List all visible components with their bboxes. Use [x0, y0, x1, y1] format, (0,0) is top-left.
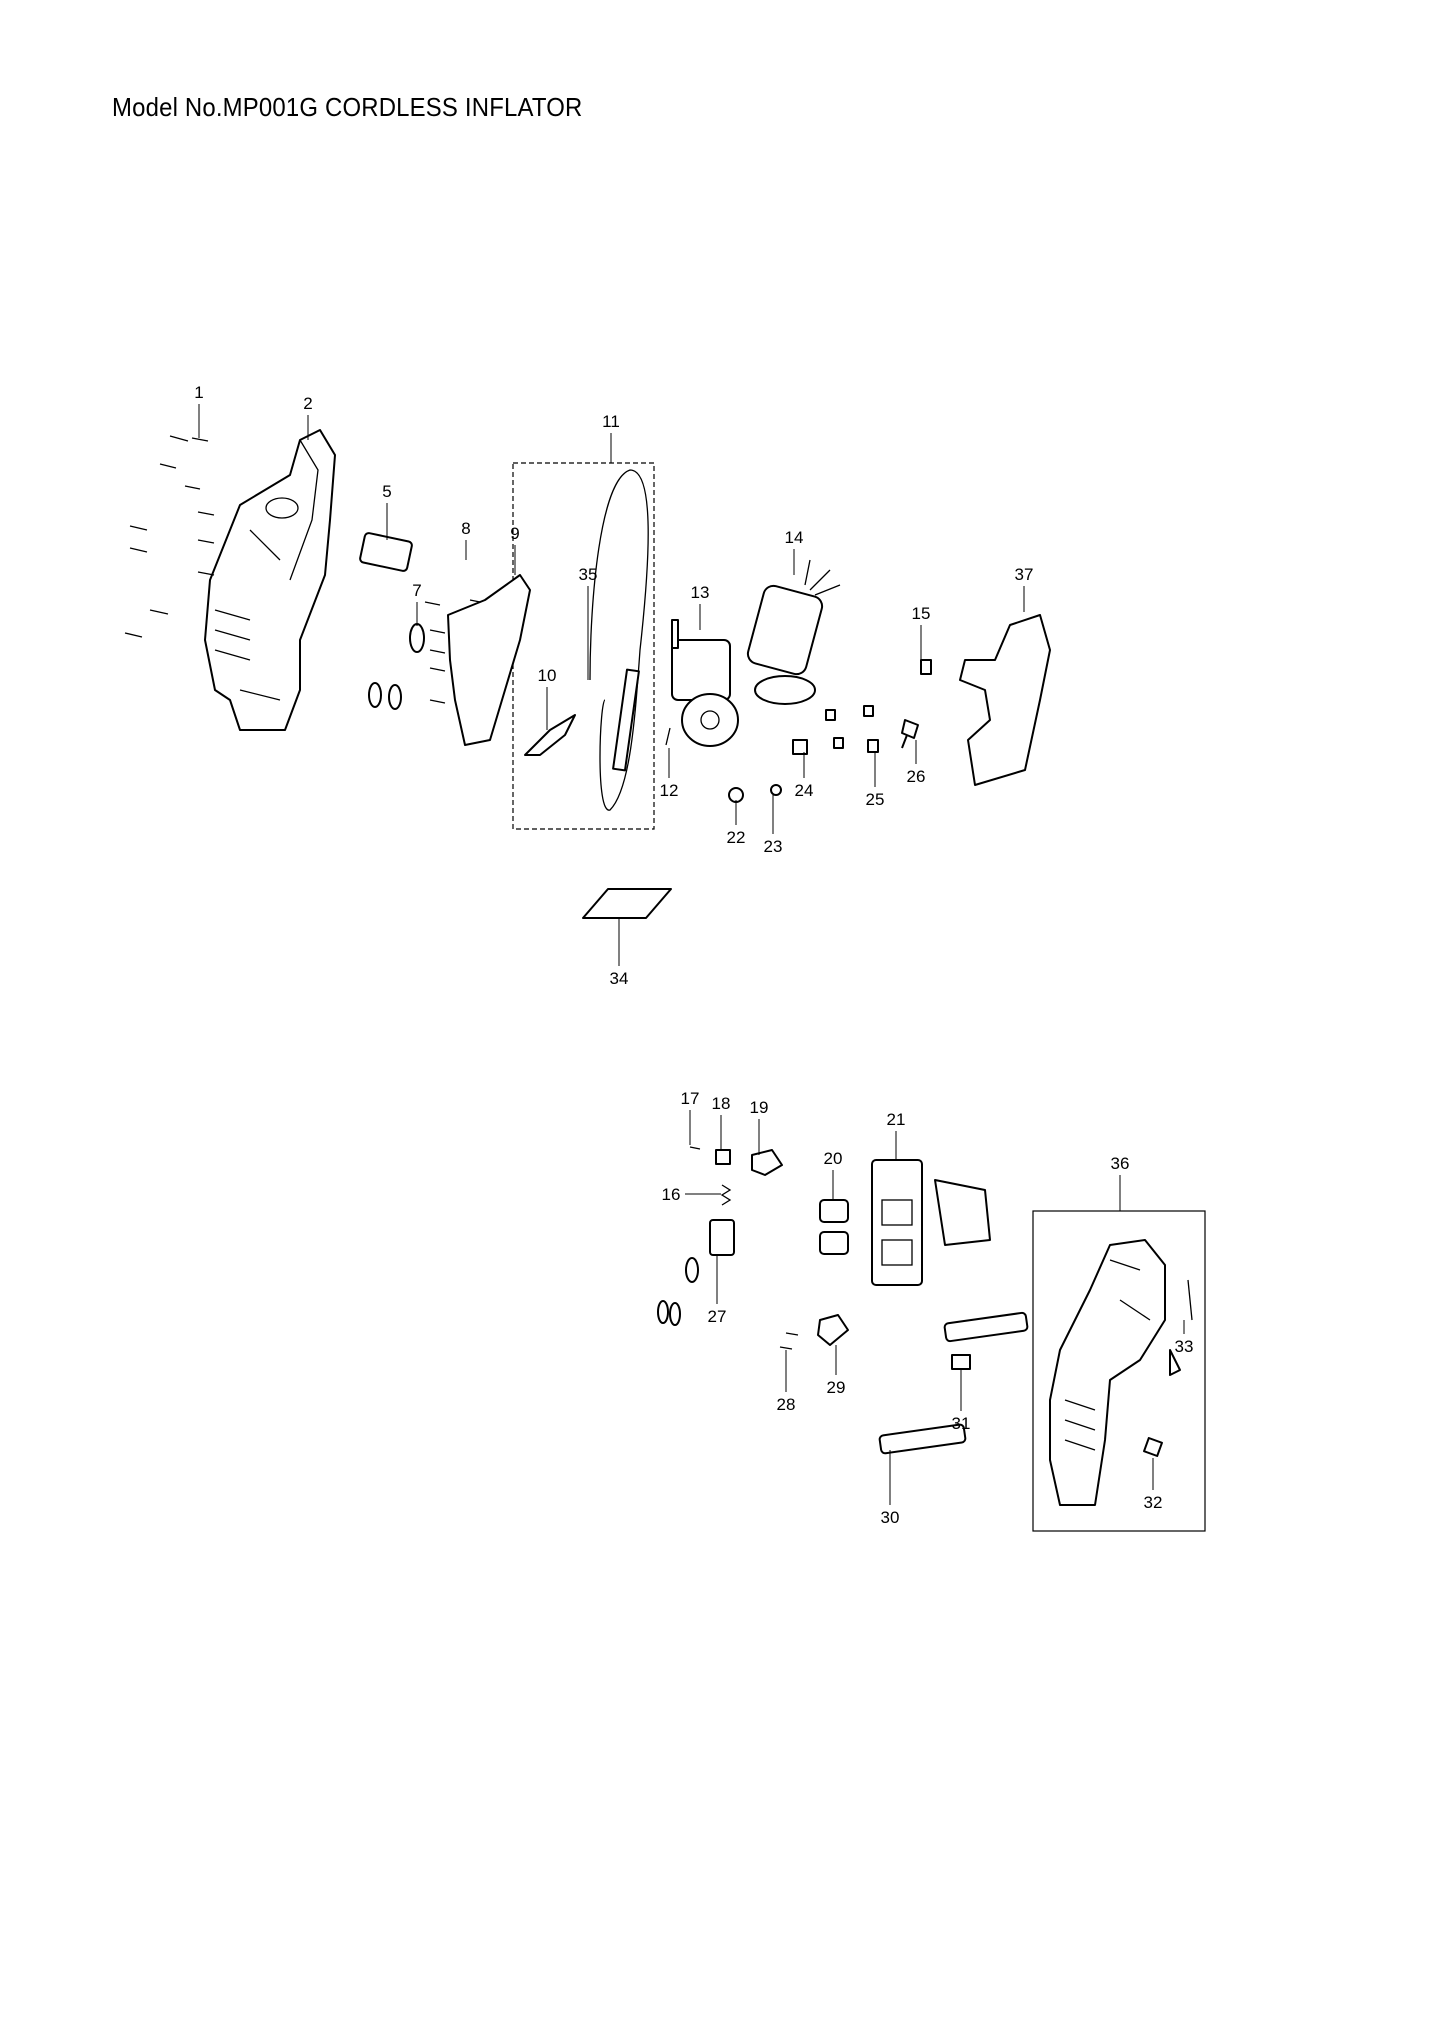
callout-label-29: 29	[827, 1378, 846, 1397]
callout-label-8: 8	[461, 519, 470, 538]
part-14-motor	[746, 559, 841, 755]
part-17-screw	[689, 1146, 701, 1150]
part-housing-left	[204, 429, 336, 731]
part-29-bracket	[817, 1314, 849, 1346]
part-25-blocks	[867, 739, 879, 753]
callout-label-17: 17	[681, 1089, 700, 1108]
callout-label-24: 24	[795, 781, 814, 800]
callout-label-14: 14	[785, 528, 804, 547]
part-27-button	[709, 1219, 735, 1256]
callout-label-33: 33	[1175, 1337, 1194, 1356]
part-27-washer-b	[657, 1300, 669, 1324]
part-21-battery-terminal	[871, 1159, 991, 1286]
part-25-block-b	[825, 709, 836, 721]
part-31-plate	[943, 1311, 1029, 1343]
callout-label-35: 35	[579, 565, 598, 584]
part-28-screws	[779, 1332, 799, 1350]
callout-label-12: 12	[660, 781, 679, 800]
part-37-housing	[959, 614, 1051, 786]
callout-label-23: 23	[764, 837, 783, 856]
callout-label-13: 13	[691, 583, 710, 602]
part-9-housing	[447, 574, 531, 746]
part-19-switch	[751, 1149, 783, 1176]
callout-label-20: 20	[824, 1149, 843, 1168]
part-23	[770, 784, 782, 796]
part-18	[715, 1149, 731, 1165]
part-5-cover	[359, 532, 413, 572]
callout-label-16: 16	[662, 1185, 681, 1204]
callout-label-26: 26	[907, 767, 926, 786]
callout-label-9: 9	[510, 524, 519, 543]
callout-label-19: 19	[750, 1098, 769, 1117]
part-25-block-c	[863, 705, 874, 717]
diagram-title: Model No.MP001G CORDLESS INFLATOR	[112, 92, 583, 122]
callout-label-37: 37	[1015, 565, 1034, 584]
callout-label-30: 30	[881, 1508, 900, 1527]
callout-label-36: 36	[1111, 1154, 1130, 1173]
part-7-washers	[368, 623, 425, 710]
callout-label-2: 2	[303, 394, 312, 413]
callout-label-25: 25	[866, 790, 885, 809]
part-25-block-d	[833, 737, 844, 749]
part-20-pad-b	[819, 1231, 849, 1255]
callout-label-32: 32	[1144, 1493, 1163, 1512]
hose-kit-group-box	[512, 462, 655, 830]
part-31-clip	[951, 1354, 971, 1370]
part-35-hose	[589, 469, 649, 811]
callout-label-28: 28	[777, 1395, 796, 1414]
part-30-plate	[878, 1423, 967, 1455]
callout-label-18: 18	[712, 1094, 731, 1113]
callout-label-15: 15	[912, 604, 931, 623]
part-16-spring	[720, 1184, 732, 1206]
part-20-pads	[819, 1199, 849, 1223]
callout-label-5: 5	[382, 482, 391, 501]
part-hose-spring	[612, 668, 640, 772]
part-27-washer	[685, 1257, 699, 1283]
callout-label-7: 7	[412, 581, 421, 600]
part-36-housing-set	[1049, 1239, 1193, 1506]
callout-label-21: 21	[887, 1110, 906, 1129]
callout-label-22: 22	[727, 828, 746, 847]
callout-label-11: 11	[602, 412, 620, 431]
housing-set-group-box	[1032, 1210, 1206, 1532]
callout-label-10: 10	[538, 666, 557, 685]
part-12-pin	[665, 727, 671, 746]
part-26-brush	[901, 719, 919, 749]
callout-label-34: 34	[610, 969, 629, 988]
part-22	[728, 787, 744, 803]
callout-label-27: 27	[708, 1307, 727, 1326]
part-34-label-sheet	[582, 888, 672, 919]
part-15	[920, 659, 932, 675]
callout-label-1: 1	[194, 383, 203, 402]
part-13-pump	[671, 619, 739, 747]
part-10-clip	[524, 714, 576, 756]
part-screws	[124, 435, 486, 704]
callout-label-31: 31	[952, 1414, 971, 1433]
part-27-washer-c	[669, 1302, 681, 1326]
